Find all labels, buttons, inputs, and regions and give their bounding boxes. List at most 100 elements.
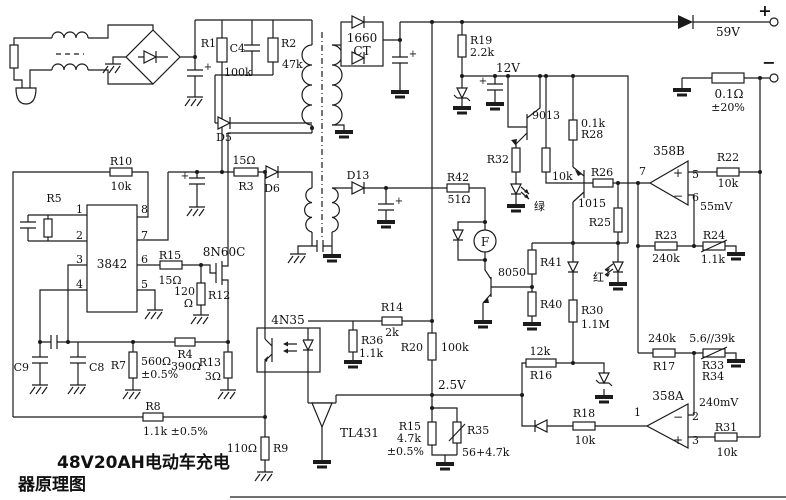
label-r1-value: 100k xyxy=(224,66,252,79)
resistor-r12 xyxy=(196,282,206,306)
fuse xyxy=(9,44,19,69)
opamp-358a xyxy=(645,402,689,450)
redled-wires xyxy=(491,242,628,363)
label-d13: D13 xyxy=(347,169,370,182)
opamp-358b xyxy=(648,159,689,207)
label-r9: R9 xyxy=(273,442,288,455)
xfmr-coils xyxy=(301,44,343,233)
diode-d13-icon xyxy=(351,181,366,195)
label-r23: R23 xyxy=(655,229,677,242)
cap-plus-vcc: + xyxy=(181,171,189,182)
label-r35-value: 56+4.7k xyxy=(462,446,510,459)
label-r19-value: 2.2k xyxy=(470,46,494,59)
resistor-r18 xyxy=(572,421,596,431)
label-r19: R19 xyxy=(470,34,492,47)
label-ic-pin6: 6 xyxy=(141,253,148,266)
label-d5: D5 xyxy=(216,131,232,144)
resistor-r4 xyxy=(174,337,196,347)
resistor-r1 xyxy=(216,37,228,63)
vcc-row-wires xyxy=(12,171,313,417)
red-led-arrows xyxy=(604,263,614,276)
label-c8: C8 xyxy=(89,361,104,374)
label-r12-unit: Ω xyxy=(184,297,193,310)
r33-adjust-slash xyxy=(700,346,728,360)
shunt-wires xyxy=(681,77,770,88)
tl431-icon xyxy=(311,402,333,429)
resistor-r14 xyxy=(381,316,403,326)
shunt-resistor xyxy=(711,72,745,84)
label-r13: R13 xyxy=(199,356,221,369)
fan-symbol xyxy=(473,229,497,253)
label-r12-value: 120 xyxy=(174,285,195,298)
label-r4-value: 390Ω xyxy=(171,360,201,373)
q8050-emitter-arrow xyxy=(483,298,489,303)
label-tl431: TL431 xyxy=(340,426,379,440)
cap-plus-12v: + xyxy=(479,76,487,87)
label-c9: C9 xyxy=(14,361,29,374)
label-r33: R33 xyxy=(702,359,724,372)
resistor-r19 xyxy=(457,34,467,58)
label-r20: R20 xyxy=(401,341,423,354)
ac-input-wires xyxy=(13,24,154,88)
resistor-r20 xyxy=(427,332,437,361)
q1015-emitter-arrow xyxy=(575,170,582,176)
label-opamp-358b: 358B xyxy=(653,144,685,158)
label-r8: R8 xyxy=(145,400,160,413)
label-r34: R34 xyxy=(702,370,724,383)
label-r42-value: 51Ω xyxy=(447,193,470,206)
zener-r16-icon xyxy=(595,372,613,387)
label-r22: R22 xyxy=(717,151,739,164)
resistor-r22 xyxy=(716,167,740,177)
bridge-wires xyxy=(112,19,312,97)
resistor-r5 xyxy=(43,218,53,238)
page-title-line1: 48V20AH电动车充电 xyxy=(57,452,230,473)
label-opa-pin1: 1 xyxy=(634,406,641,419)
label-r28-value: 0.1k xyxy=(581,117,605,130)
label-r31-value: 10k xyxy=(717,446,738,459)
label-r18: R18 xyxy=(573,407,595,420)
label-240mv: 240mV xyxy=(699,396,739,409)
label-opb-pin7: 7 xyxy=(639,165,646,178)
label-2v5: 2.5V xyxy=(438,378,466,392)
resistor-r13 xyxy=(223,351,233,379)
label-r9-value: 110Ω xyxy=(227,442,257,455)
label-opb-pin6: 6 xyxy=(692,191,699,204)
label-q8050: 8050 xyxy=(498,266,526,279)
label-q9013: 9013 xyxy=(532,109,560,122)
label-fan: F xyxy=(481,235,489,249)
resistor-r9 xyxy=(260,436,270,461)
label-r35: R35 xyxy=(467,424,489,437)
label-r7-value: 560Ω xyxy=(141,355,171,368)
label-r5: R5 xyxy=(46,192,61,205)
resistor-r7 xyxy=(128,351,138,379)
label-r40: R40 xyxy=(540,298,562,311)
resistor-r17 xyxy=(652,348,676,358)
label-r24: R24 xyxy=(703,229,725,242)
label-led-red: 红 xyxy=(593,271,604,284)
label-opa-pin3: 3 xyxy=(692,434,699,447)
wires xyxy=(12,19,786,498)
ic-3842 xyxy=(86,204,138,313)
label-r16: R16 xyxy=(530,369,552,382)
label-opa-minus: − xyxy=(673,410,683,424)
cap-plus-aux: + xyxy=(395,196,403,207)
label-r28: R28 xyxy=(581,128,603,141)
label-r15-bottom-tol: ±0.5% xyxy=(387,445,424,458)
resistor-r40 xyxy=(527,291,537,317)
bridge-diode-icon xyxy=(138,50,168,64)
diode-r18-icon xyxy=(533,419,548,433)
label-shunt-value: 0.1Ω xyxy=(714,87,743,101)
label-ic-pin1: 1 xyxy=(76,203,83,216)
label-r17: R17 xyxy=(653,360,675,373)
green-led-arrowheads xyxy=(511,139,529,199)
resistor-r42 xyxy=(446,183,470,193)
resistor-r36 xyxy=(348,329,358,353)
label-ic-pin2: 2 xyxy=(76,229,83,242)
label-55mv: 55mV xyxy=(700,200,733,213)
r16-r18-wires xyxy=(521,362,647,427)
r8-row-wires xyxy=(13,372,266,472)
zener-12v-icon xyxy=(453,87,471,102)
label-r22-value: 10k xyxy=(718,177,739,190)
